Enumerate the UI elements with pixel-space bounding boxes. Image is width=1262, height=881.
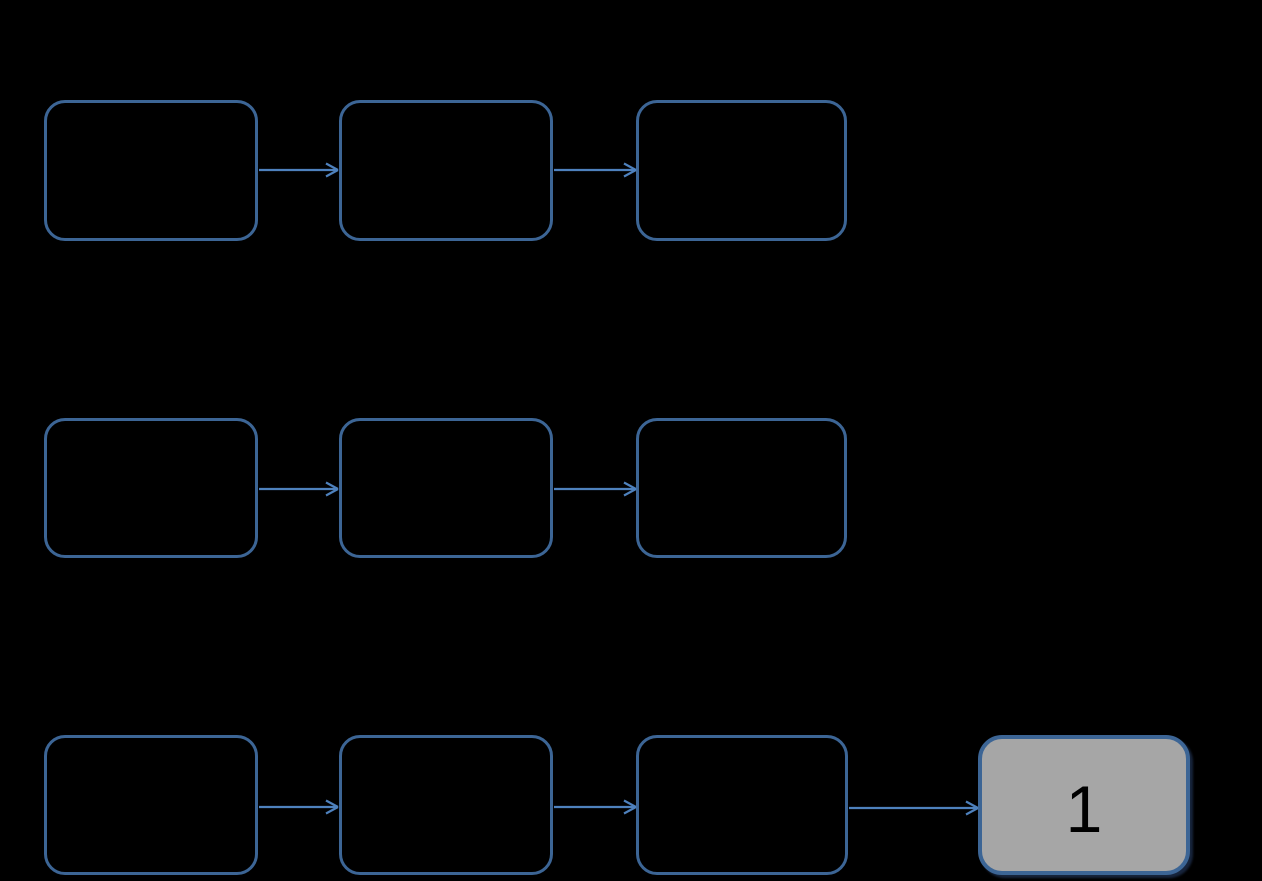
flow-1-box-2 <box>339 100 553 241</box>
flow-1-box-1 <box>44 100 258 241</box>
flow-3-box-4-label: 1 <box>1065 772 1103 846</box>
flow-2-box-1 <box>44 418 258 558</box>
flow-1-arrow-right-icon <box>554 162 637 178</box>
flow-2-box-3 <box>636 418 847 558</box>
flow-2-arrow-right-icon <box>554 481 637 497</box>
flow-2-box-2 <box>339 418 553 558</box>
flow-3-box-4-highlighted: 1 <box>978 735 1190 875</box>
flow-3-box-1 <box>44 735 258 875</box>
flow-3-arrow-right-icon <box>554 799 637 815</box>
flow-1-box-3 <box>636 100 847 241</box>
flow-1-arrow-right-icon <box>259 162 339 178</box>
flow-3-arrow-right-icon <box>849 800 979 816</box>
flow-3-box-3 <box>636 735 848 875</box>
flow-3-box-2 <box>339 735 553 875</box>
flow-3-arrow-right-icon <box>259 799 339 815</box>
flow-2-arrow-right-icon <box>259 481 339 497</box>
